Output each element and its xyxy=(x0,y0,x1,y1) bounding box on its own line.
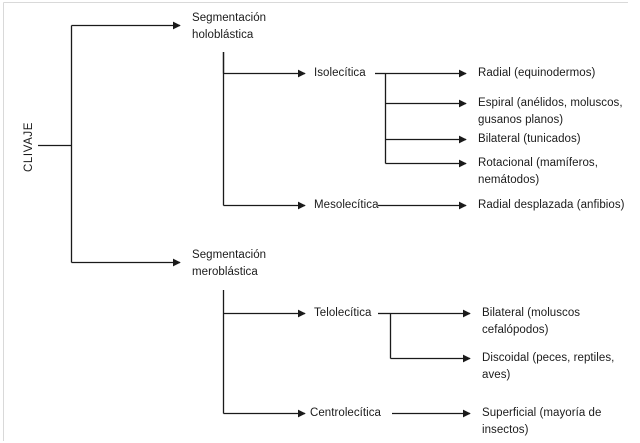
node-telolecitica: Telolecítica xyxy=(314,307,372,319)
node-bilateral-tunicados: Bilateral (tunicados) xyxy=(478,133,581,145)
node-superficial-mayoria-de-insectos: Superficial (mayoría de insectos) xyxy=(482,407,602,436)
root-label-clivaje: CLIVAJE xyxy=(23,121,35,172)
node-centrolecitica: Centrolecítica xyxy=(310,407,382,419)
node-mesolecitica: Mesolecítica xyxy=(314,199,379,211)
node-segmentacion-holoblastica: Segmentación holoblástica xyxy=(192,12,267,41)
node-discoidal-peces-reptiles-aves: Discoidal (peces, reptiles, aves) xyxy=(482,352,615,381)
node-radial-desplazada-anfibios: Radial desplazada (anfibios) xyxy=(478,199,625,211)
node-isolecitica: Isolecítica xyxy=(314,67,366,79)
node-rotacional-mamiferos-nematodos: Rotacional (mamíferos, nemátodos) xyxy=(478,157,598,186)
node-radial-equinodermos: Radial (equinodermos) xyxy=(478,67,596,79)
node-espiral-anelidos-moluscos-gusanos-planos: Espiral (anélidos, moluscos, gusanos pla… xyxy=(478,97,623,126)
node-segmentacion-meroblastica: Segmentación meroblástica xyxy=(192,249,267,278)
node-bilateral-moluscos-cefalopodos: Bilateral (moluscos cefalópodos) xyxy=(482,307,581,336)
